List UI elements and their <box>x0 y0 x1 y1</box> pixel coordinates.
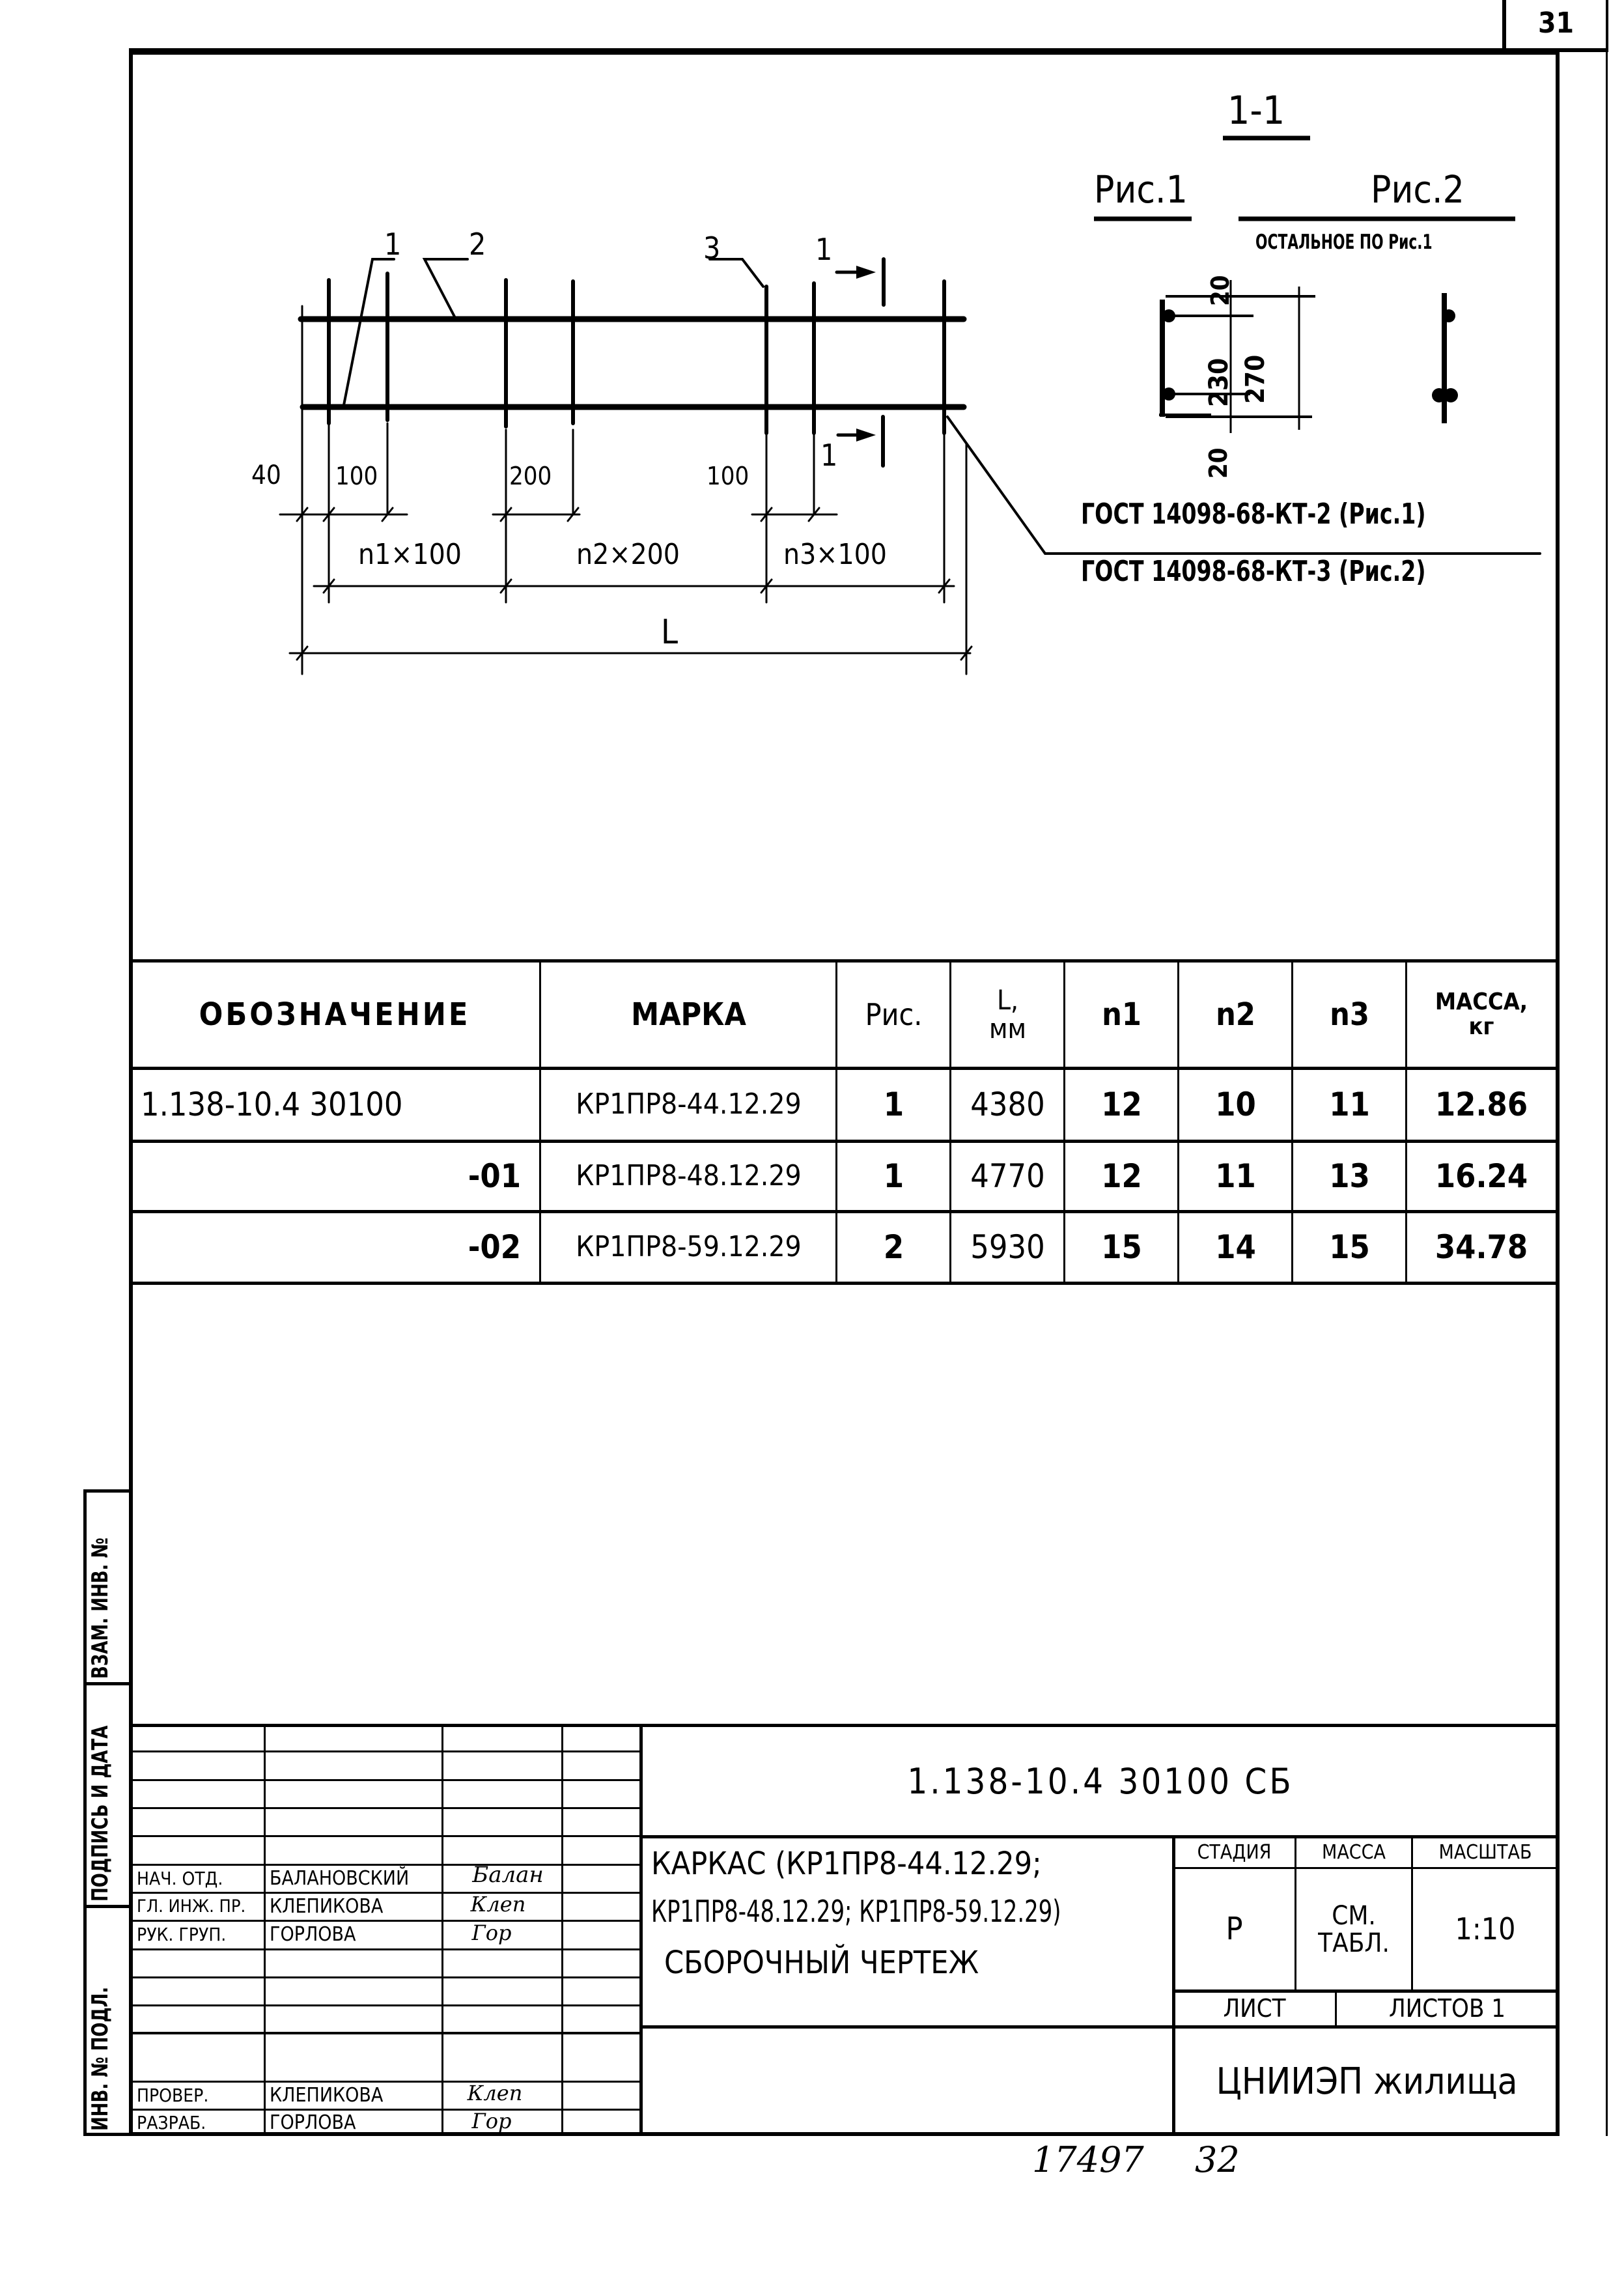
row-designation: -01 <box>468 1157 521 1196</box>
dim-total-length: L <box>661 613 679 652</box>
signature-name: КЛЕПИКОВА <box>270 1895 384 1919</box>
header-n2: n2 <box>1216 996 1255 1033</box>
dim-n2-span: n2×200 <box>576 538 680 571</box>
dim-bottom-cover: 20 <box>1204 447 1233 479</box>
dim-top-cover: 20 <box>1206 275 1235 306</box>
signature-date-label: ПОДПИСЬ И ДАТА <box>87 1725 113 1902</box>
signature-role: РАЗРАБ. <box>137 2112 206 2134</box>
title-line-2: КР1ПР8-48.12.29; КР1ПР8-59.12.29) <box>651 1894 1061 1929</box>
row-mark: КР1ПР8-48.12.29 <box>576 1159 802 1193</box>
header-n1: n1 <box>1102 996 1141 1033</box>
row-mass: 12.86 <box>1435 1086 1528 1124</box>
header-n3: n3 <box>1330 996 1369 1033</box>
row-n1: 12 <box>1101 1157 1142 1196</box>
mass-value: СМ. ТАБЛ. <box>1318 1900 1390 1958</box>
row-fig: 2 <box>883 1228 904 1267</box>
page-number: 31 <box>1537 6 1575 40</box>
row-length: 5930 <box>970 1228 1045 1267</box>
stage-label: СТАДИЯ <box>1197 1840 1272 1864</box>
section-title: 1-1 <box>1227 88 1285 134</box>
header-mass: МАССА, кг <box>1435 989 1528 1040</box>
callout-3: 3 <box>703 231 721 266</box>
row-n3: 13 <box>1329 1157 1370 1196</box>
title-line-1: КАРКАС (КР1ПР8-44.12.29; <box>651 1846 1042 1882</box>
row-mass: 34.78 <box>1435 1228 1528 1267</box>
row-length: 4380 <box>970 1086 1045 1124</box>
sheet-label: ЛИСТ <box>1223 1994 1286 2023</box>
section-mark-bottom: 1 <box>820 438 838 473</box>
gost-note-fig1: ГОСТ 14098-68-КТ-2 (Рис.1) <box>1081 498 1426 531</box>
signature-role: ПРОВЕР. <box>137 2085 209 2107</box>
page-number-stamp: 31 <box>1502 0 1608 51</box>
callout-2: 2 <box>469 227 486 262</box>
title-line-3: СБОРОЧНЫЙ ЧЕРТЕЖ <box>664 1945 979 1981</box>
header-fig: Рис. <box>865 996 923 1032</box>
row-mark: КР1ПР8-44.12.29 <box>576 1088 802 1121</box>
row-designation: -02 <box>468 1228 521 1267</box>
fig2-label: Рис.2 <box>1371 167 1464 212</box>
row-n1: 15 <box>1101 1228 1142 1267</box>
mass-label: МАССА <box>1322 1840 1386 1864</box>
dim-n3-span: n3×100 <box>783 538 887 571</box>
stage-value: Р <box>1225 1911 1243 1948</box>
row-mass: 16.24 <box>1435 1157 1528 1196</box>
header-designation: ОБОЗНАЧЕНИЕ <box>199 996 471 1033</box>
signature-name: ГОРЛОВА <box>270 1923 356 1947</box>
reinforcement-cage-drawing <box>279 135 1541 675</box>
row-fig: 1 <box>883 1157 904 1196</box>
top-border <box>129 48 1608 52</box>
signature-name: КЛЕПИКОВА <box>270 2084 384 2107</box>
row-mark: КР1ПР8-59.12.29 <box>576 1230 802 1264</box>
dim-200: 200 <box>509 462 552 490</box>
handwritten-signature: Клеп <box>467 2081 523 2106</box>
right-trim-line <box>1606 51 1608 2136</box>
signature-name: БАЛАНОВСКИЙ <box>270 1867 410 1890</box>
organization-name: ЦНИИЭП жилища <box>1216 2060 1518 2103</box>
document-code: 1.138-10.4 30100 СБ <box>907 1760 1294 1802</box>
dim-outer-height: 270 <box>1240 354 1270 404</box>
sheets-count-label: ЛИСТОВ 1 <box>1389 1994 1505 2023</box>
scale-label: МАСШТАБ <box>1438 1840 1532 1864</box>
row-fig: 1 <box>883 1086 904 1124</box>
handwritten-signature: Клеп <box>470 1892 526 1917</box>
signature-role: ГЛ. ИНЖ. ПР. <box>137 1896 246 1917</box>
replacement-inv-label: ВЗАМ. ИНВ. № <box>87 1538 113 1679</box>
dim-40: 40 <box>251 460 281 490</box>
row-n2: 10 <box>1215 1086 1256 1124</box>
header-length: L, мм <box>988 983 1026 1045</box>
row-length: 4770 <box>970 1157 1045 1196</box>
callout-1: 1 <box>384 227 402 262</box>
dim-inner-height: 230 <box>1204 358 1234 407</box>
header-mark: МАРКА <box>631 996 746 1033</box>
fig1-label: Рис.1 <box>1094 167 1188 212</box>
section-mark-top: 1 <box>815 232 833 267</box>
row-n3: 11 <box>1329 1086 1370 1124</box>
row-designation: 1.138-10.4 30100 <box>141 1086 403 1124</box>
drawing-frame <box>129 51 1560 2136</box>
handwritten-signature: Гор <box>471 2109 512 2134</box>
signature-role: РУК. ГРУП. <box>137 1924 227 1946</box>
inv-original-label: ИНВ. № ПОДЛ. <box>87 1986 113 2131</box>
signature-name: ГОРЛОВА <box>270 2111 356 2135</box>
row-n2: 14 <box>1215 1228 1256 1267</box>
sheet-sequence-number: 32 <box>1195 2139 1240 2180</box>
row-n2: 11 <box>1215 1157 1256 1196</box>
row-n3: 15 <box>1329 1228 1370 1267</box>
archive-number: 17497 <box>1032 2139 1144 2180</box>
dim-100-left: 100 <box>335 462 378 490</box>
signature-role: НАЧ. ОТД. <box>137 1868 223 1890</box>
row-n1: 12 <box>1101 1086 1142 1124</box>
scale-value: 1:10 <box>1455 1911 1516 1947</box>
dim-100-right: 100 <box>707 462 749 490</box>
handwritten-signature: Балан <box>472 1862 544 1889</box>
fig2-note: ОСТАЛЬНОЕ ПО Рис.1 <box>1255 231 1433 254</box>
dim-n1-span: n1×100 <box>358 538 462 571</box>
handwritten-signature: Гор <box>471 1920 512 1946</box>
gost-note-fig2: ГОСТ 14098-68-КТ-3 (Рис.2) <box>1081 555 1426 588</box>
